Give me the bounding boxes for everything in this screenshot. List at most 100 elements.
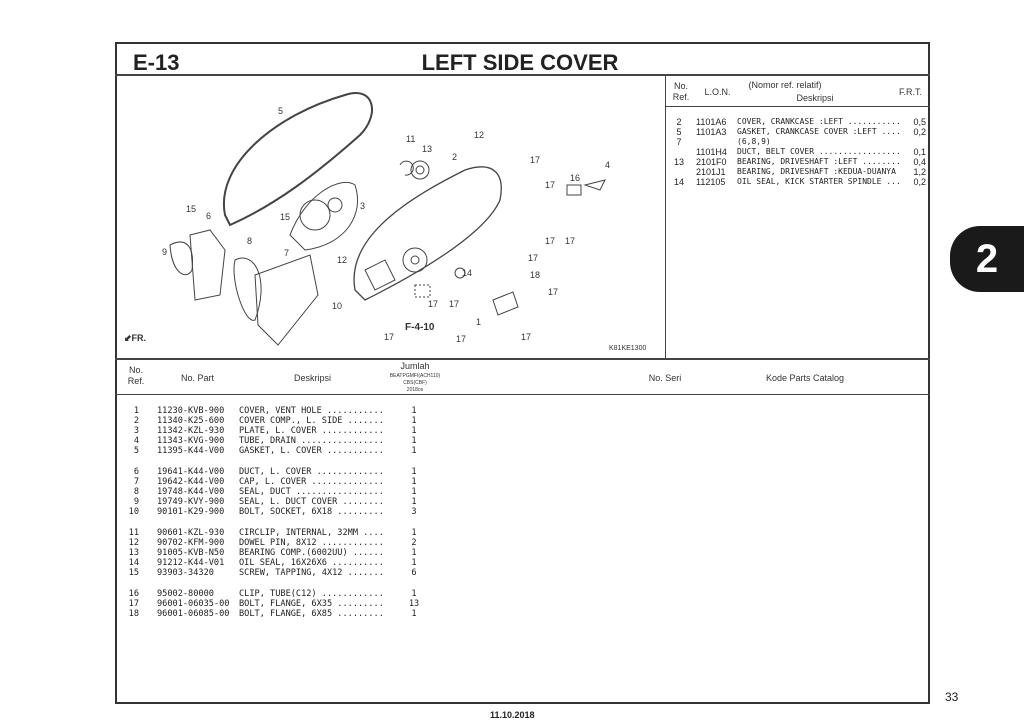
ref-number: 15 bbox=[128, 568, 139, 578]
quantity: 1 bbox=[411, 436, 417, 446]
part-description: TUBE, DRAIN ................ bbox=[239, 436, 384, 446]
part-number: 90601-KZL-930 bbox=[157, 528, 225, 538]
part-description: CIRCLIP, INTERNAL, 32MM .... bbox=[239, 528, 384, 538]
callout-label: 2 bbox=[452, 152, 458, 162]
callout-label: 12 bbox=[474, 130, 485, 140]
quantity: 1 bbox=[411, 558, 417, 568]
part-description: BOLT, SOCKET, 6X18 ......... bbox=[239, 507, 384, 517]
callout-label: 13 bbox=[422, 144, 433, 154]
part-number: 11343-KVG-900 bbox=[157, 436, 225, 446]
part-number: 19749-KVY-900 bbox=[157, 497, 225, 507]
table-header-part: No. Part bbox=[180, 373, 214, 383]
frt-lon bbox=[696, 137, 734, 147]
diagram-code: K81KE1300 bbox=[609, 345, 647, 352]
ref-number: 13 bbox=[128, 548, 139, 558]
frt-desc: DUCT, BELT COVER ................. bbox=[737, 147, 901, 156]
callout-label: 12 bbox=[337, 255, 348, 265]
ref-number: 6 bbox=[133, 467, 139, 477]
ref-number: 5 bbox=[133, 446, 139, 456]
ref-number: 12 bbox=[128, 538, 139, 548]
ref-number: 8 bbox=[133, 487, 139, 497]
callout-label: 17 bbox=[530, 155, 541, 165]
quantity: 1 bbox=[411, 497, 417, 507]
frt-ref: 5 bbox=[676, 127, 682, 137]
divider bbox=[115, 358, 930, 360]
ref-number: 10 bbox=[128, 507, 139, 517]
part-description: DOWEL PIN, 8X12 ............ bbox=[239, 538, 384, 548]
callout-label: 17 bbox=[428, 299, 439, 309]
ref-number: 17 bbox=[128, 599, 139, 609]
reference-label: F-4-10 bbox=[405, 322, 435, 333]
table-header-qty: Jumlah bbox=[400, 361, 430, 371]
frt-desc: GASKET, CRANKCASE COVER :LEFT .... bbox=[737, 127, 901, 136]
quantity: 1 bbox=[411, 548, 417, 558]
page-number: 33 bbox=[945, 690, 959, 704]
frt-ref: 7 bbox=[676, 137, 682, 147]
quantity: 13 bbox=[408, 599, 420, 609]
frt-desc: COVER, CRANKCASE :LEFT ........... bbox=[737, 117, 901, 126]
divider bbox=[665, 75, 666, 358]
part-description: COVER, VENT HOLE ........... bbox=[239, 406, 384, 416]
callout-label: 17 bbox=[545, 236, 556, 246]
part-description: BEARING COMP.(6002UU) ...... bbox=[239, 548, 384, 558]
ref-number: 1 bbox=[133, 406, 139, 416]
quantity: 3 bbox=[411, 507, 417, 517]
part-number: 90101-K29-900 bbox=[157, 507, 225, 517]
page-title: LEFT SIDE COVER bbox=[421, 50, 619, 75]
callout-label: 17 bbox=[521, 332, 532, 342]
frt-value bbox=[906, 137, 926, 147]
table-header-ref: No. Ref. bbox=[127, 365, 145, 386]
frt-value: 0,2 bbox=[913, 127, 926, 137]
callout-label: 17 bbox=[528, 253, 539, 263]
quantity: 1 bbox=[411, 416, 417, 426]
part-number: 19642-K44-V00 bbox=[157, 477, 225, 487]
ref-number: 7 bbox=[133, 477, 139, 487]
callout-label: 17 bbox=[384, 332, 395, 342]
callout-label: 1 bbox=[476, 317, 482, 327]
frt-header-desc: Deskripsi bbox=[796, 93, 834, 103]
part-number: 96001-06035-00 bbox=[157, 599, 230, 609]
divider bbox=[115, 74, 930, 76]
part-description: SCREW, TAPPING, 4X12 ....... bbox=[239, 568, 384, 578]
frt-desc: BEARING, DRIVESHAFT :LEFT ........ bbox=[737, 157, 901, 166]
callout-label: 9 bbox=[162, 247, 168, 257]
ref-number: 9 bbox=[133, 497, 139, 507]
callout-label: 18 bbox=[530, 270, 541, 280]
part-number: 11395-K44-V00 bbox=[157, 446, 225, 456]
quantity: 1 bbox=[411, 477, 417, 487]
ref-number: 3 bbox=[133, 426, 139, 436]
table-header-qty-sub: CBS(CBF) bbox=[403, 380, 427, 386]
page-frame bbox=[115, 42, 930, 704]
callout-label: 7 bbox=[284, 248, 290, 258]
print-date: 11.10.2018 bbox=[490, 710, 535, 720]
quantity: 2 bbox=[411, 538, 417, 548]
callout-label: 11 bbox=[406, 134, 416, 144]
part-number: 93903-34320 bbox=[157, 568, 214, 578]
frt-ref bbox=[668, 167, 690, 177]
frt-lon: 2101F0 bbox=[696, 157, 727, 167]
frt-desc: BEARING, DRIVESHAFT :KEDUA-DUANYA bbox=[737, 167, 896, 176]
ref-number: 11 bbox=[128, 528, 139, 538]
ref-number: 14 bbox=[128, 558, 139, 568]
part-number: 91212-K44-V01 bbox=[157, 558, 225, 568]
ref-number: 18 bbox=[128, 609, 139, 619]
frt-ref bbox=[668, 147, 690, 157]
section-tab: 2 bbox=[950, 226, 1024, 292]
quantity: 1 bbox=[411, 446, 417, 456]
part-description: GASKET, L. COVER ........... bbox=[239, 446, 384, 456]
part-description: PLATE, L. COVER ............ bbox=[239, 426, 384, 436]
front-arrow-icon: ⬋FR. bbox=[124, 333, 147, 343]
part-number: 90702-KFM-900 bbox=[157, 538, 225, 548]
section-code: E-13 bbox=[133, 50, 180, 75]
quantity: 1 bbox=[411, 609, 417, 619]
frt-header-frt: F.R.T. bbox=[898, 87, 922, 97]
callout-label: 17 bbox=[449, 299, 460, 309]
part-description: DUCT, L. COVER ............. bbox=[239, 467, 384, 477]
frt-lon: 1101A3 bbox=[696, 127, 727, 137]
frt-value: 0,2 bbox=[913, 177, 926, 187]
part-description: CLIP, TUBE(C12) ............ bbox=[239, 589, 384, 599]
exploded-parts-diagram bbox=[169, 92, 606, 346]
frt-value: 0,4 bbox=[913, 157, 926, 167]
frt-lon: 112105 bbox=[696, 177, 726, 187]
part-number: 11342-KZL-930 bbox=[157, 426, 225, 436]
